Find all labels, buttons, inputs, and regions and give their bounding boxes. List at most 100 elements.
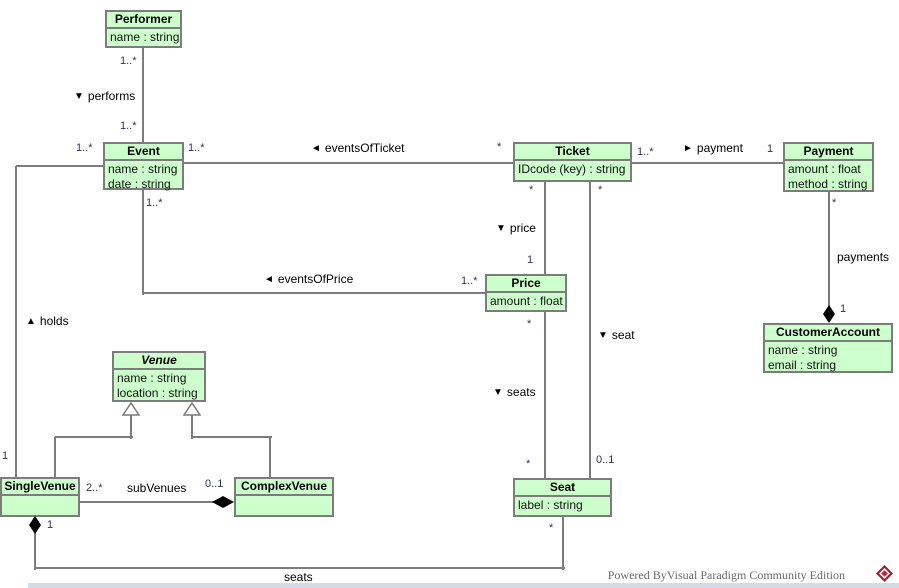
mult-singlevenue-seats[interactable]: 1 — [47, 519, 53, 531]
mult-event-performs[interactable]: 1..* — [120, 120, 137, 132]
horizontal-scrollbar[interactable] — [28, 583, 899, 588]
mult-price-seats[interactable]: * — [527, 318, 531, 330]
label-text: performs — [87, 89, 136, 103]
association-holds[interactable] — [15, 166, 17, 479]
association-gen-singlevenue[interactable] — [130, 414, 132, 439]
mult-ticket-seat[interactable]: * — [598, 184, 602, 196]
role-eventsofprice[interactable]: ◄eventsOfPrice — [264, 272, 353, 286]
arrow-glyph: ◄ — [264, 274, 274, 285]
label-text: 0..1 — [596, 454, 615, 466]
association-gen-complexvenue[interactable] — [192, 436, 272, 438]
mult-payment-payment[interactable]: 1 — [767, 143, 773, 155]
class-attribute: name : string — [110, 30, 180, 44]
watermark-text: Powered ByVisual Paradigm Community Edit… — [607, 568, 845, 582]
association-singlevenue-seats[interactable] — [35, 567, 565, 569]
generalization-arrow-singlevenue — [121, 401, 141, 416]
role-seat[interactable]: ▼seat — [598, 328, 635, 342]
role-holds[interactable]: ▲holds — [26, 314, 69, 328]
label-text: 1 — [767, 143, 774, 155]
role-eventsofticket[interactable]: ◄eventsOfTicket — [311, 141, 405, 155]
label-text: price — [509, 221, 536, 235]
association-performs[interactable] — [142, 48, 144, 144]
mult-ticket-eventsofticket[interactable]: * — [497, 141, 501, 153]
label-text: 0..1 — [205, 478, 224, 490]
label-text: 1 — [2, 450, 9, 462]
association-singlevenue-seats[interactable] — [34, 533, 36, 570]
class-complexvenue[interactable]: ComplexVenue — [234, 477, 334, 517]
arrow-glyph: ► — [683, 143, 693, 154]
label-text: subVenues — [127, 481, 187, 495]
role-performs[interactable]: ▼performs — [74, 89, 135, 103]
class-attribute: amount : float — [788, 162, 861, 176]
role-payments[interactable]: payments — [837, 250, 889, 264]
mult-event-holds[interactable]: 1..* — [76, 142, 93, 154]
mult-ticket-payment[interactable]: 1..* — [637, 146, 654, 158]
association-gen-singlevenue[interactable] — [55, 436, 133, 438]
label-text: 1 — [840, 303, 847, 315]
mult-performer-performs[interactable]: 1..* — [120, 55, 137, 67]
mult-ticket-price[interactable]: * — [529, 184, 533, 196]
class-attribute: name : string — [768, 343, 838, 357]
label-text: holds — [39, 314, 69, 328]
arrow-glyph: ▼ — [493, 387, 503, 398]
association-eventsOfPrice[interactable] — [142, 190, 144, 295]
label-text: seats — [506, 385, 536, 399]
association-subVenues[interactable] — [80, 501, 216, 503]
role-price[interactable]: ▼price — [496, 221, 536, 235]
association-holds[interactable] — [16, 165, 105, 167]
mult-payment-payments[interactable]: * — [832, 197, 836, 209]
mult-price-eventsofprice[interactable]: 1..* — [461, 275, 478, 287]
mult-event-eventsofticket[interactable]: 1..* — [188, 142, 205, 154]
composition-diamond-singlevenue — [29, 516, 41, 534]
association-gen-singlevenue[interactable] — [54, 437, 56, 479]
class-attribute: name : string — [117, 371, 187, 385]
mult-customeraccount[interactable]: 1 — [840, 303, 846, 315]
label-text: * — [598, 184, 603, 196]
mult-event-eventsofprice[interactable]: 1..* — [146, 197, 163, 209]
class-title: Event — [105, 144, 182, 161]
class-attribute: email : string — [768, 358, 837, 372]
mult-seat-singlevenue[interactable]: * — [549, 522, 553, 534]
visual-paradigm-logo-icon — [876, 565, 893, 582]
mult-seat-seat[interactable]: 0..1 — [596, 454, 614, 466]
association-price[interactable] — [544, 182, 546, 276]
association-gen-complexvenue[interactable] — [191, 414, 193, 439]
association-gen-complexvenue[interactable] — [269, 437, 271, 479]
label-text: 1..* — [76, 142, 93, 154]
role-payment[interactable]: ►payment — [683, 141, 743, 155]
label-text: * — [527, 318, 532, 330]
association-price-seats[interactable] — [544, 312, 546, 480]
association-eventsOfTicket[interactable] — [184, 162, 515, 164]
mult-price-top[interactable]: 1 — [527, 254, 533, 266]
mult-seat-seats[interactable]: * — [526, 458, 530, 470]
association-seat[interactable] — [589, 182, 591, 480]
association-eventsOfPrice[interactable] — [143, 292, 487, 294]
association-payments[interactable] — [828, 192, 830, 309]
mult-singlevenue-subvenues[interactable]: 2..* — [86, 482, 103, 494]
label-text: 1..* — [120, 120, 137, 132]
class-title: Price — [487, 276, 565, 293]
class-attribute: method : string — [788, 177, 868, 191]
role-seats-bottom[interactable]: seats — [284, 570, 313, 584]
association-singlevenue-seats[interactable] — [562, 517, 564, 570]
class-singlevenue[interactable]: SingleVenue — [0, 477, 80, 517]
label-text: 1..* — [637, 146, 654, 158]
mult-singlevenue-holds[interactable]: 1 — [2, 450, 8, 462]
mult-complexvenue-subvenues[interactable]: 0..1 — [205, 478, 223, 490]
class-attribute: IDcode (key) : string — [518, 162, 626, 176]
role-subvenues[interactable]: subVenues — [127, 481, 186, 495]
class-attributes: label : string — [515, 497, 610, 513]
class-attributes — [236, 496, 332, 497]
role-seats[interactable]: ▼seats — [493, 385, 536, 399]
association-payment[interactable] — [632, 162, 785, 164]
